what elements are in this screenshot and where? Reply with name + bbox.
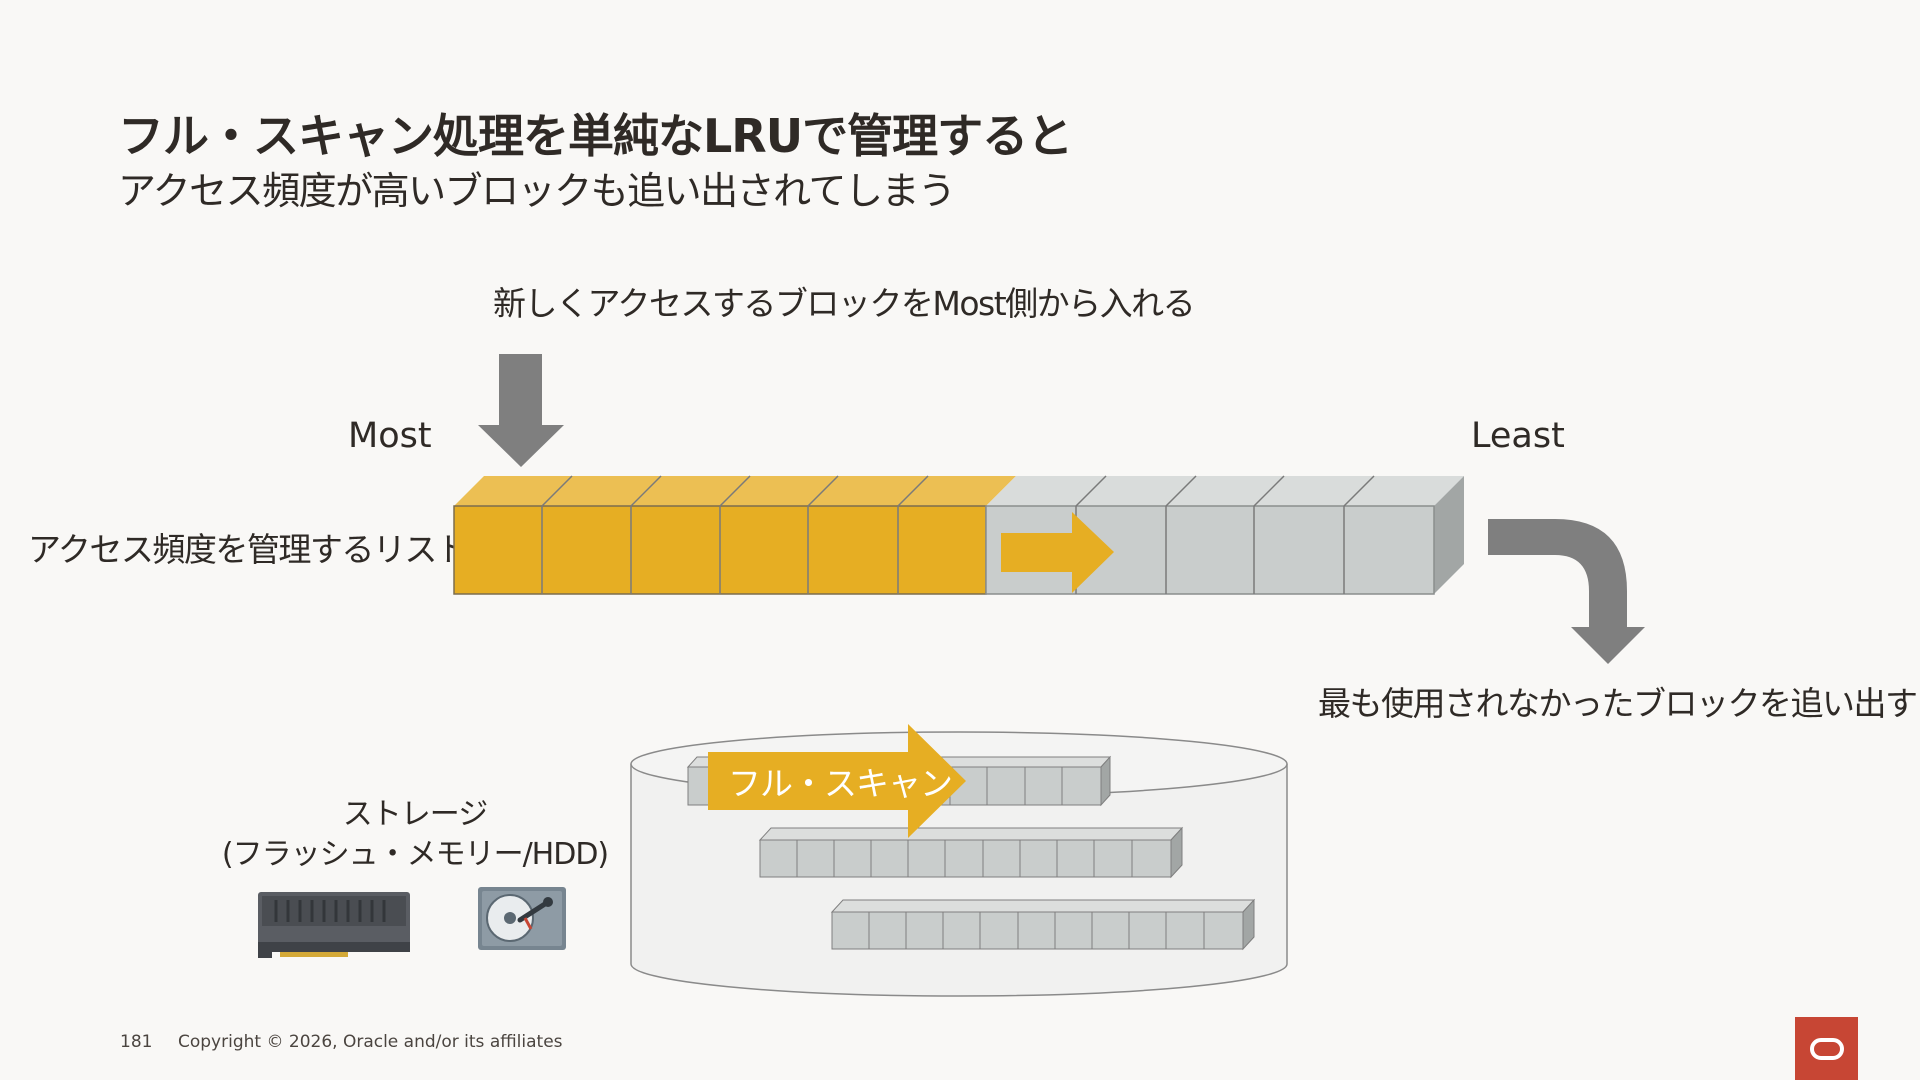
storage-label-line2: (フラッシュ・メモリー/HDD) [221,837,609,872]
evict-arrow-icon [1488,519,1645,664]
evict-label: 最も使用されなかったブロックを追い出す [1318,684,1918,723]
most-label: Most [348,416,432,456]
insert-arrow-icon [478,354,564,467]
hard-disk-drive-icon [478,887,566,950]
storage-label: ストレージ (フラッシュ・メモリー/HDD) [220,795,610,875]
copyright-text: Copyright © 2026, Oracle and/or its affi… [178,1032,563,1052]
lru-list-label: アクセス頻度を管理するリスト [28,530,469,569]
least-label: Least [1471,416,1565,456]
full-scan-label: フル・スキャン [728,764,953,803]
lru-list-side [1434,476,1464,594]
full-scan-arrow-icon [708,724,966,838]
storage-block-row-2 [758,826,1184,879]
slide-subtitle: アクセス頻度が高いブロックも追い出されてしまう [118,169,956,213]
flash-memory-card-icon [258,892,410,958]
slide-title: フル・スキャン処理を単純なLRUで管理すると [118,109,1073,163]
lru-list-block-dividers [541,475,1375,594]
lru-list-bar [453,475,1464,595]
oracle-logo [1795,1017,1858,1080]
oracle-logo-icon [1809,1037,1844,1060]
insert-label: 新しくアクセスするブロックをMost側から入れる [493,284,1196,323]
lru-list-top-cold [986,476,1464,506]
storage-label-line1: ストレージ [342,797,488,832]
storage-block-row-3 [830,898,1256,951]
push-arrow-icon [1001,512,1114,593]
page-number: 181 [120,1032,153,1052]
